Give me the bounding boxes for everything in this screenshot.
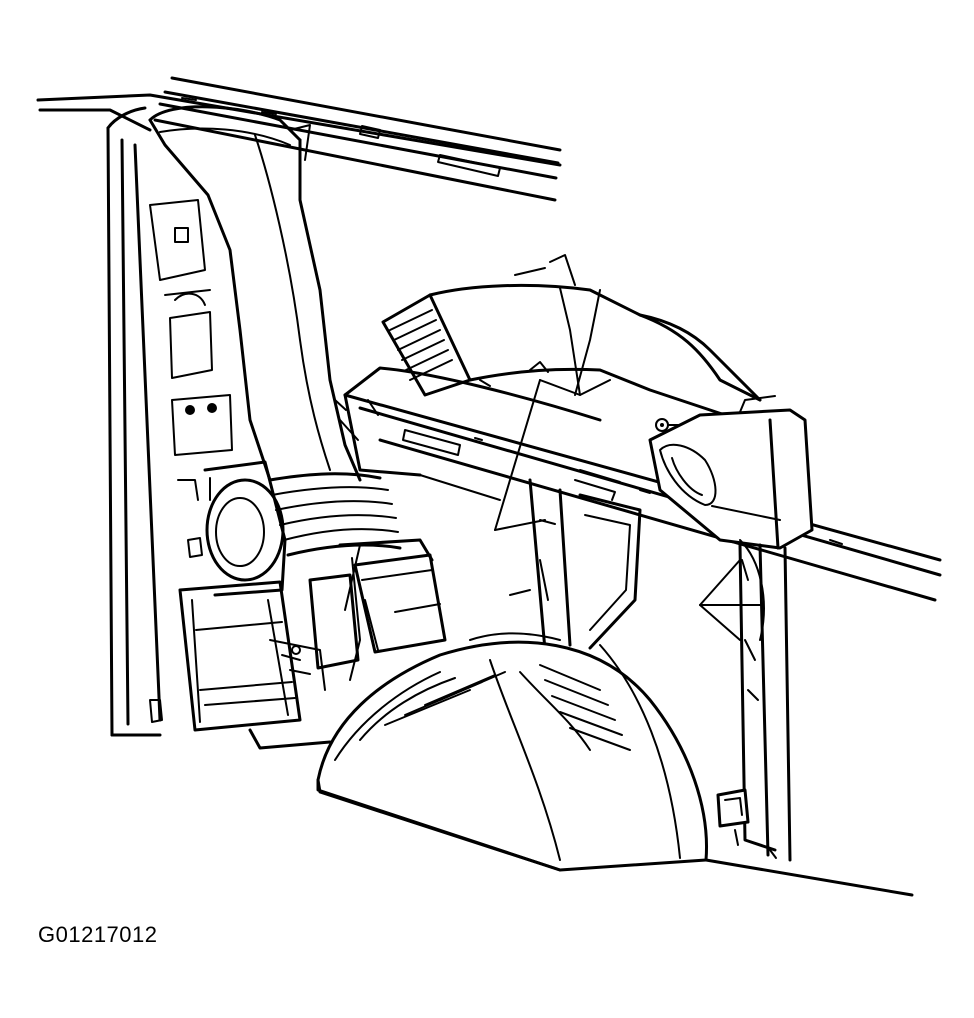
wheelhouse-duct-cover: [316, 632, 914, 897]
vertical-air-duct: [148, 105, 402, 557]
left-pillar: [106, 106, 233, 737]
right-outlet-duct: [638, 313, 814, 862]
upper-crossover-duct: [381, 254, 762, 422]
figure-id-label: G01217012: [38, 922, 158, 947]
roof-rail: [36, 76, 562, 202]
center-post: [528, 478, 642, 652]
cross-rail: [343, 366, 942, 602]
actuator-module: [308, 538, 447, 681]
blower-assembly: [178, 460, 332, 750]
callout-leaders: [494, 379, 761, 606]
